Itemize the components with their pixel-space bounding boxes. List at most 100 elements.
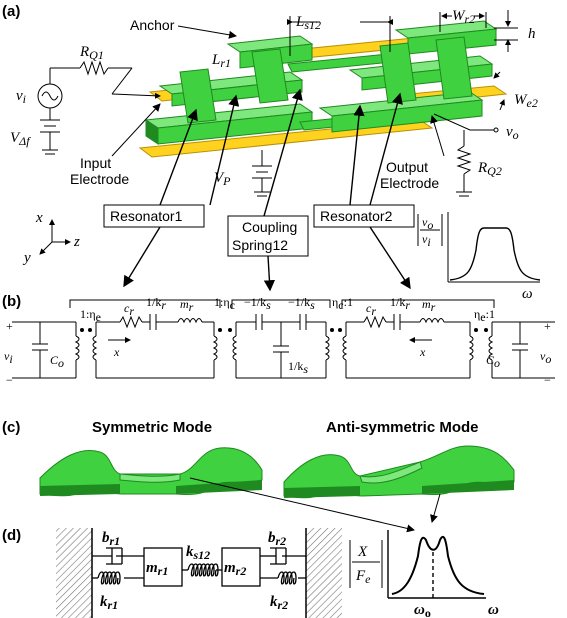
mass-spring-system [92,547,306,587]
svg-text:−1/ks: −1/ks [244,295,271,312]
svg-text:ωo: ωo [414,602,431,618]
svg-text:kr1: kr1 [100,594,118,612]
svg-text:cr: cr [366,301,376,318]
response-plot-a-xlabel: ω [522,286,533,302]
vo-label: v [506,124,513,140]
Ls12-label: L [295,14,304,30]
input-electrode-label-2: Electrode [70,171,129,187]
svg-text:1:ηc: 1:ηc [214,295,235,312]
svg-text:vo: vo [506,124,519,142]
omega0-label: ω [414,602,425,618]
mr1-label: m [146,560,158,576]
panel-label-c: (c) [2,419,20,436]
antisymmetric-mode-shape [283,445,515,499]
axes-triad [39,219,71,255]
vp-source [252,150,272,197]
br2-label: b [268,530,276,546]
svg-text:−1/ks: −1/ks [288,295,315,312]
svg-text:We2: We2 [514,92,538,110]
svg-text:Wr2: Wr2 [452,8,475,26]
omega-label: ω [488,602,499,618]
coupling-label-1: Coupling [242,219,297,235]
svg-text:ηe:1: ηe:1 [474,307,495,324]
svg-text:VΔf: VΔf [10,130,31,148]
svg-text:Fe: Fe [355,568,371,586]
coupling-label-2: Spring12 [232,237,288,253]
right-wall [306,528,342,618]
transformer-dots [80,328,488,332]
svg-text:vi: vi [422,232,431,249]
anchor-label: Anchor [130,17,175,33]
output-circuit [433,113,499,197]
antisymmetric-mode-label: Anti-symmetric Mode [326,419,479,436]
bracket-res2 [341,299,495,308]
svg-text:vi: vi [4,349,13,366]
output-electrode-label-2: Electrode [380,175,439,191]
response-plot-a [447,212,541,283]
svg-text:mr1: mr1 [146,560,168,578]
svg-text:vi: vi [16,88,26,106]
svg-text:Ls12: Ls12 [295,14,321,32]
RQ2-label: R [477,160,487,176]
X-label: X [357,544,368,560]
svg-text:1/kr: 1/kr [390,295,410,312]
ratio-c2: η [332,295,338,309]
sym-to-peak-arrow [189,477,415,533]
bracket-coupling [231,299,331,308]
ratio-in: 1:η [80,307,96,321]
svg-text:x: x [419,345,426,359]
svg-text:kr2: kr2 [270,594,288,612]
ratio-c1: 1:η [214,295,230,309]
svg-text:Co: Co [50,353,64,370]
svg-text:Co: Co [486,353,500,370]
svg-text:vo: vo [540,349,551,366]
input-electrode-label-1: Input [80,155,111,171]
left-wall [56,528,92,618]
resonator2-structure [318,20,498,133]
svg-text:X: X [357,544,368,560]
svg-text:x: x [113,345,120,359]
svg-text:br2: br2 [268,530,286,548]
VP-label: V [214,170,225,186]
panel-label-d: (d) [2,527,21,544]
anchor-arrow [177,25,237,39]
kr1-label: k [100,594,108,610]
vi-minus: − [6,373,13,387]
Wr2-label: W [452,8,466,24]
Vdf-label: V [10,130,21,146]
panel-label-a: (a) [2,3,20,20]
output-electrode-arrow [430,115,445,157]
svg-text:vo: vo [422,215,433,232]
panel-label-b: (b) [2,293,21,310]
svg-text:mr: mr [422,297,436,314]
box-pointer-arrows [123,88,411,292]
response-plot-d [387,530,486,599]
vo-minus: − [544,373,551,387]
symmetric-mode-shape [39,447,263,497]
svg-text:1:ηe: 1:ηe [80,307,101,324]
vo-plus: + [544,319,551,333]
resonator2-box [313,204,415,228]
dimension-annotations [287,10,518,111]
axis-y-label: y [22,250,31,266]
input-electrode-arrow [111,103,161,157]
symmetric-mode-label: Symmetric Mode [92,419,212,436]
svg-text:br1: br1 [102,530,120,548]
h-label: h [528,26,536,42]
vi-plus: + [6,319,13,333]
svg-text:RQ2: RQ2 [477,160,502,178]
svg-text:Lr1: Lr1 [211,52,231,70]
ratio-out: η [474,307,480,321]
anti-to-peak-arrow [430,493,441,523]
svg-text:ks12: ks12 [186,544,210,562]
axis-z-label: z [73,234,80,250]
svg-text:RQ1: RQ1 [79,44,104,62]
input-circuit [37,60,161,155]
resonator2-label: Resonator2 [320,208,393,224]
output-electrode-label-1: Output [386,159,428,175]
resonator1-box [103,204,205,228]
RQ1-label: R [79,44,89,60]
svg-text:1/kr: 1/kr [146,295,166,312]
